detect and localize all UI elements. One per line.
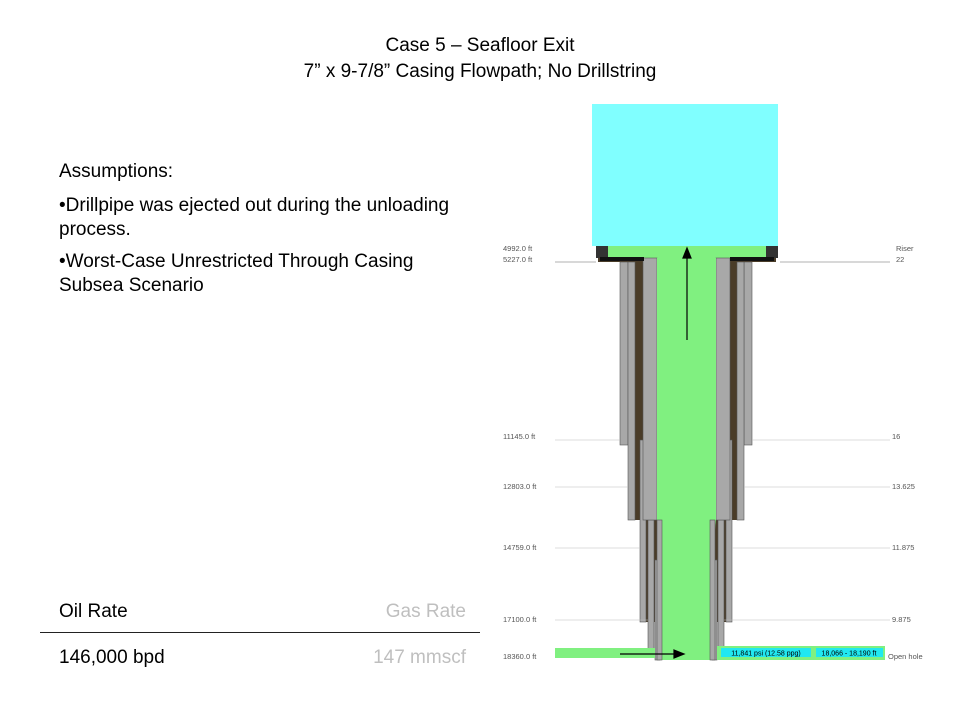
gas-rate-label: Gas Rate [385,601,466,622]
interval-label: 18,066 - 18,190 ft [822,651,877,658]
assumptions-block: Assumptions: •Drillpipe was ejected out … [59,160,459,306]
rates-table: Oil Rate Gas Rate 146,000 bpd 147 mmscf [40,596,480,673]
size-label-9875: 9.875 [892,615,911,624]
inflow-band-left [555,648,655,658]
depth-label-11145: 11145.0 ft [503,432,536,441]
rates-value-row: 146,000 bpd 147 mmscf [40,633,480,673]
prod-casing-left-upper [642,257,658,521]
wellbore-diagram: 11,841 psi (12.58 ppg) 18,066 - 18,190 f… [503,104,923,661]
size-label-riser: Riser [896,244,914,253]
casing-22-right [743,261,753,446]
slide-title-line1: Case 5 – Seafloor Exit [385,35,575,56]
riser-water [592,104,778,246]
rates-header-row: Oil Rate Gas Rate [40,596,480,633]
size-label-open-hole: Open hole [888,652,923,661]
wellhead-housing-right [766,246,778,258]
assumptions-heading: Assumptions: [59,161,174,182]
depth-label-4992: 4992.0 ft [503,244,533,253]
size-label-11875: 11.875 [892,543,914,552]
casing-11-left [647,519,655,651]
hanger-left [600,257,644,261]
oil-rate-label: Oil Rate [59,601,128,622]
assumption-bullet-2: •Worst-Case Unrestricted Through Casing … [59,251,414,296]
prod-casing-right-upper [715,257,731,521]
casing-22-left [619,261,629,446]
interval-label-bg [816,648,883,657]
slide-title-line2: 7” x 9-7/8” Casing Flowpath; No Drillstr… [303,61,657,82]
size-label-16: 16 [892,432,900,441]
depth-label-17100: 17100.0 ft [503,615,537,624]
gas-rate-value: 147 mmscf [373,647,466,668]
hanger-right [730,257,774,261]
wellhead-housing-left [596,246,608,258]
depth-label-5227: 5227.0 ft [503,255,533,264]
prod-casing-right-lower [709,519,716,661]
prod-casing-left-lower [656,519,663,661]
size-label-13625: 13.625 [892,482,915,491]
casing-16-right [736,261,745,521]
depth-label-12803: 12803.0 ft [503,482,537,491]
casing-11-right [717,519,725,651]
inflow-arrow-head [673,649,686,659]
assumption-bullet-1: •Drillpipe was ejected out during the un… [59,195,450,240]
size-label-22: 22 [896,255,904,264]
oil-rate-value: 146,000 bpd [59,647,165,668]
pressure-label: 11,841 psi (12.58 ppg) [731,651,801,658]
flow-arrow-up-head [682,246,692,259]
depth-label-14759: 14759.0 ft [503,543,537,552]
depth-label-18360: 18360.0 ft [503,652,537,661]
pressure-label-bg [721,648,811,657]
casing-16-left [627,261,636,521]
flow-bore [657,258,716,660]
